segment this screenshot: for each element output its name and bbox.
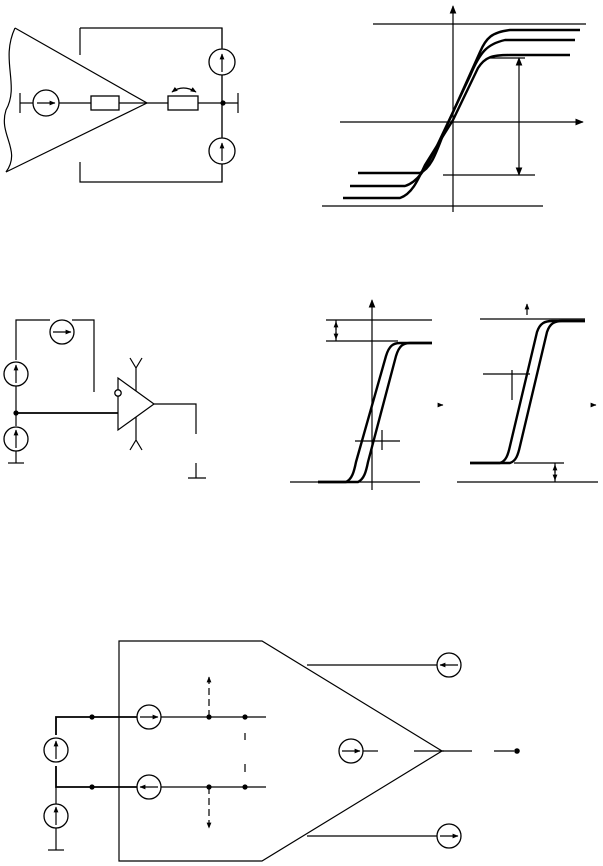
comparator-transfer-curve-left [290, 299, 444, 490]
hysteresis-curve-rising [470, 319, 585, 465]
differential-amplifier-bias-circuit [43, 640, 520, 862]
supply-pin [129, 357, 143, 391]
hysteresis-curve-falling [318, 341, 432, 484]
supply-pin [129, 417, 143, 451]
amplifier-body [118, 640, 444, 862]
transfer-curve-3 [343, 53, 570, 200]
variable-arrow-icon [171, 86, 197, 93]
hysteresis-curve-rising [318, 341, 432, 484]
comparator-input-circuit [3, 319, 206, 479]
amplifier-triangle [5, 27, 149, 173]
transfer-curve-1 [358, 28, 580, 175]
output-swing-transfer-curve [322, 5, 586, 212]
cut-edge [3, 27, 16, 173]
resistor-icon [167, 95, 199, 111]
amplifier-output-stage-circuit [3, 27, 239, 183]
ground-icon [188, 463, 206, 479]
hysteresis-curve-falling [470, 319, 585, 465]
resistor-icon [90, 95, 120, 111]
transfer-curve-2 [350, 38, 575, 188]
comparator-transfer-curve-right [457, 303, 598, 483]
